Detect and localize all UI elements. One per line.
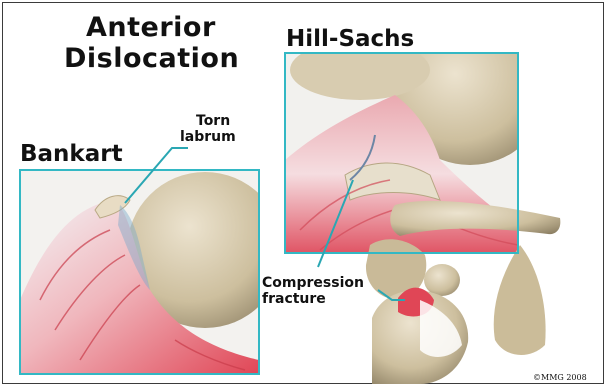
compression-fracture-line-2: fracture xyxy=(262,291,326,307)
shoulder-overview xyxy=(366,201,560,384)
torn-labrum-line-1: Torn xyxy=(196,113,230,129)
panel-label-hill-sachs: Hill-Sachs xyxy=(286,26,414,52)
title-line-1: Anterior xyxy=(86,12,216,43)
compression-fracture-line-1: Compression xyxy=(262,275,364,291)
copyright-watermark: ©MMG 2008 xyxy=(533,373,587,382)
torn-labrum-line-2: labrum xyxy=(180,129,236,145)
bankart-illustration xyxy=(20,170,283,374)
title-line-2: Dislocation xyxy=(64,43,239,74)
panel-label-bankart: Bankart xyxy=(20,141,123,167)
